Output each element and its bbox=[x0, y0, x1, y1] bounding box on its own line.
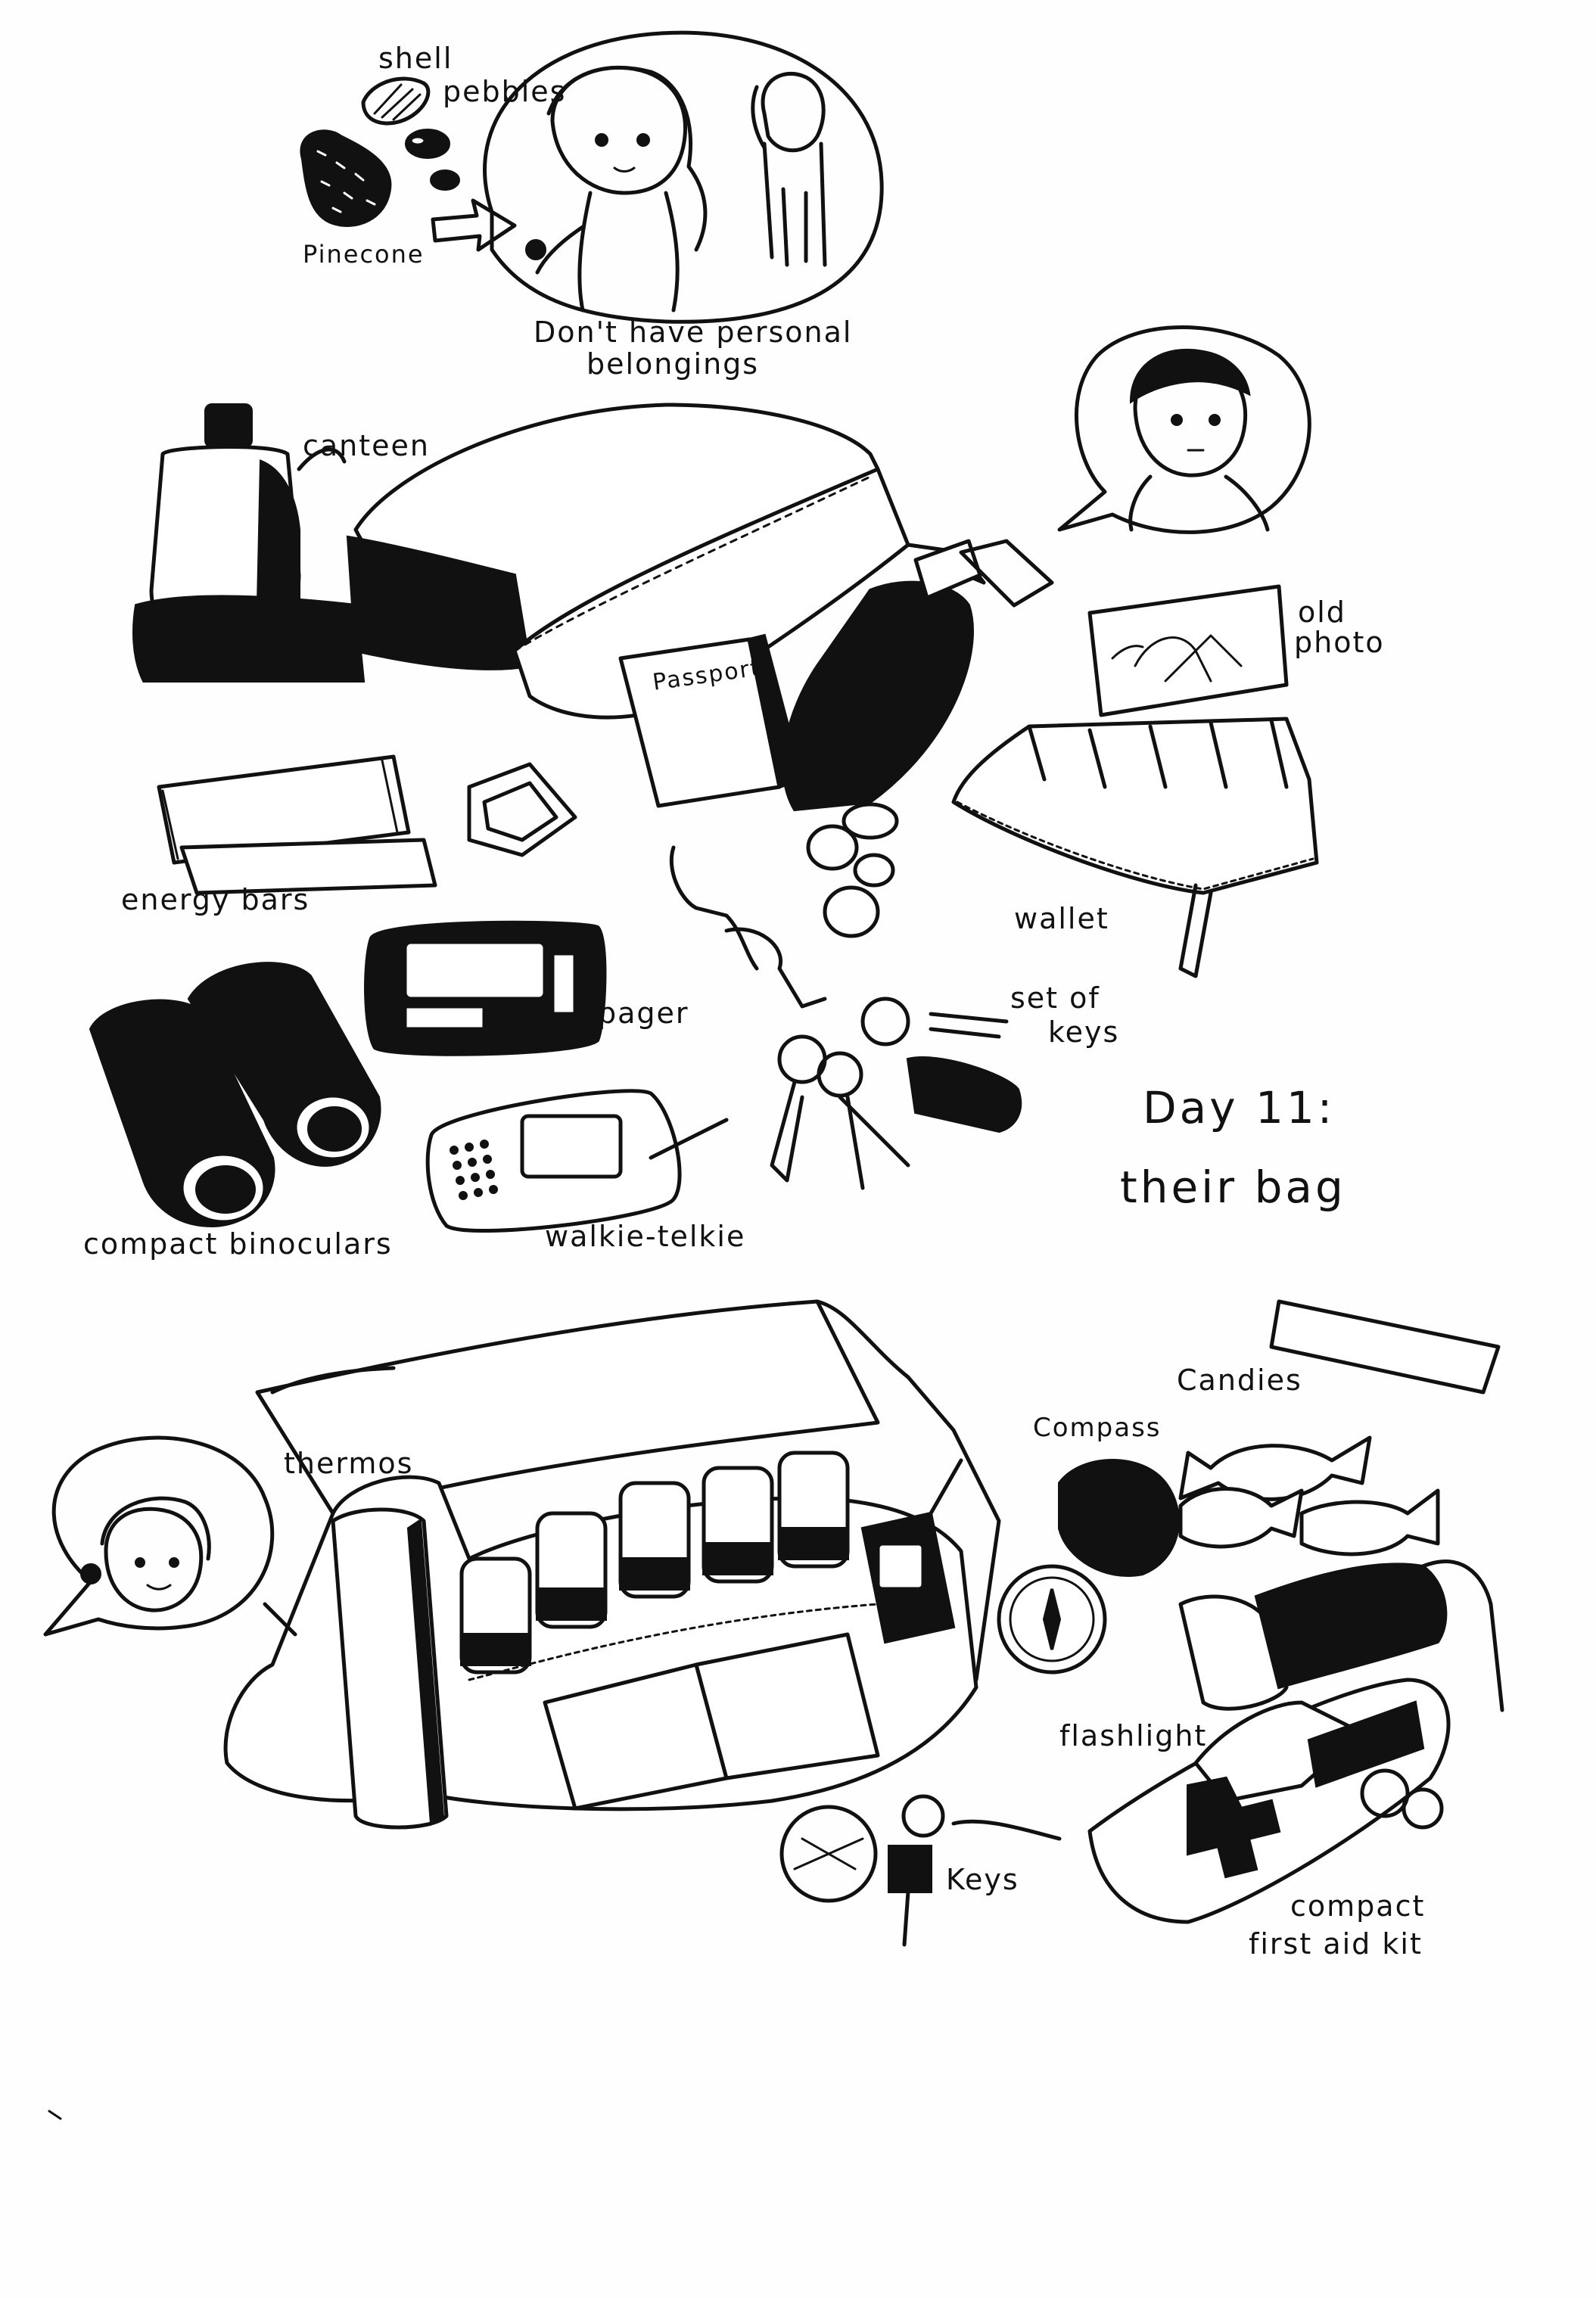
label-old-photo-line-1: old bbox=[1298, 595, 1346, 629]
label-thermos: thermos bbox=[284, 1447, 414, 1480]
canteen-drawing bbox=[149, 403, 347, 642]
wallet-drawing bbox=[951, 717, 1319, 978]
belt-bag-drawing bbox=[223, 1299, 1001, 1830]
bottles-row bbox=[459, 1451, 850, 1675]
label-first-aid-line-1: compact bbox=[1290, 1889, 1426, 1923]
label-flashlight: flashlight bbox=[1059, 1719, 1208, 1752]
old-photo-drawing bbox=[1087, 584, 1289, 717]
keychain-drawing bbox=[669, 845, 1022, 1190]
bottom-keys-drawing bbox=[779, 1794, 1062, 1947]
shell-drawing bbox=[361, 76, 431, 126]
title-line-1: Day 11: bbox=[1143, 1082, 1336, 1133]
girl-thought-bubble bbox=[483, 30, 884, 324]
label-canteen: canteen bbox=[303, 429, 431, 462]
label-keys-line-1: set of bbox=[1010, 981, 1100, 1015]
flashlight-drawing bbox=[1178, 1559, 1504, 1712]
candies-drawing bbox=[1178, 1299, 1501, 1556]
label-pager: pager bbox=[598, 997, 689, 1030]
coins-drawing bbox=[806, 802, 899, 938]
label-pebbles: pebbles bbox=[443, 75, 567, 108]
label-keys-line-2: keys bbox=[1048, 1015, 1120, 1049]
compass-drawing bbox=[997, 1459, 1180, 1675]
first-aid-kit-drawing bbox=[1087, 1678, 1451, 1924]
label-old-photo-line-2: photo bbox=[1294, 626, 1385, 659]
label-compass: Compass bbox=[1033, 1413, 1162, 1443]
label-wallet: wallet bbox=[1014, 902, 1109, 935]
label-pinecone: Pinecone bbox=[303, 240, 425, 269]
label-shell: shell bbox=[378, 42, 453, 75]
pinecone-drawing bbox=[300, 129, 392, 227]
label-bottom-keys: Keys bbox=[946, 1863, 1019, 1896]
title-line-2: their bag bbox=[1120, 1161, 1346, 1213]
walkie-keypad bbox=[450, 1140, 498, 1200]
walkie-talkie-drawing bbox=[425, 1089, 729, 1233]
label-candies: Candies bbox=[1177, 1364, 1302, 1397]
note-line-1: Don't have personal bbox=[534, 316, 853, 349]
girl-speech-bubble bbox=[43, 1435, 297, 1637]
boy-speech-bubble bbox=[1057, 325, 1311, 534]
label-energy-bars: energy bars bbox=[121, 883, 310, 916]
arrow-icon bbox=[431, 198, 517, 252]
energy-bars-drawing bbox=[157, 754, 437, 895]
pager-drawing bbox=[364, 920, 607, 1056]
messenger-bag-drawing bbox=[132, 403, 1054, 857]
passport-drawing bbox=[618, 633, 804, 808]
label-first-aid-line-2: first aid kit bbox=[1249, 1927, 1423, 1961]
label-walkie-talkie: walkie-telkie bbox=[545, 1220, 746, 1253]
note-line-2: belongings bbox=[586, 347, 760, 381]
label-binoculars: compact binoculars bbox=[83, 1227, 393, 1261]
ink-stray-mark bbox=[48, 2110, 62, 2120]
pebbles-drawing bbox=[405, 129, 460, 191]
binoculars-drawing bbox=[89, 962, 381, 1228]
